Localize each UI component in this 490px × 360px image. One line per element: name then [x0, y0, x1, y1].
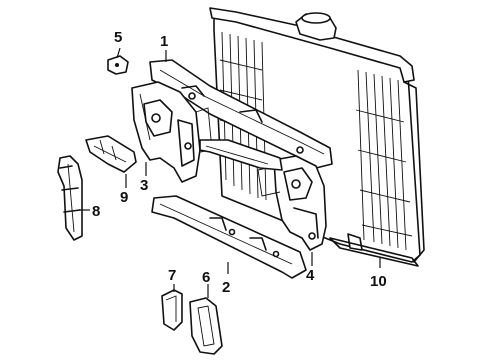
center-brace — [199, 139, 283, 171]
right-side-support — [257, 155, 327, 251]
callout-9: 9 — [120, 189, 128, 206]
callout-6: 6 — [202, 269, 210, 286]
seal-left — [57, 155, 83, 241]
callout-5: 5 — [114, 29, 122, 46]
bracket-small — [107, 55, 129, 75]
callout-8: 8 — [92, 203, 100, 220]
callout-7: 7 — [168, 267, 176, 284]
callout-3: 3 — [140, 177, 148, 194]
leader-lines — [78, 47, 381, 298]
upper-support — [149, 59, 333, 169]
left-side-support — [131, 81, 213, 183]
deflector — [85, 135, 137, 173]
seal-6 — [189, 297, 223, 355]
callout-1: 1 — [160, 33, 168, 50]
callout-4: 4 — [306, 267, 315, 284]
lower-support — [151, 195, 307, 279]
callout-10: 10 — [370, 273, 387, 290]
callout-2: 2 — [222, 279, 230, 296]
bracket-7 — [161, 289, 183, 331]
